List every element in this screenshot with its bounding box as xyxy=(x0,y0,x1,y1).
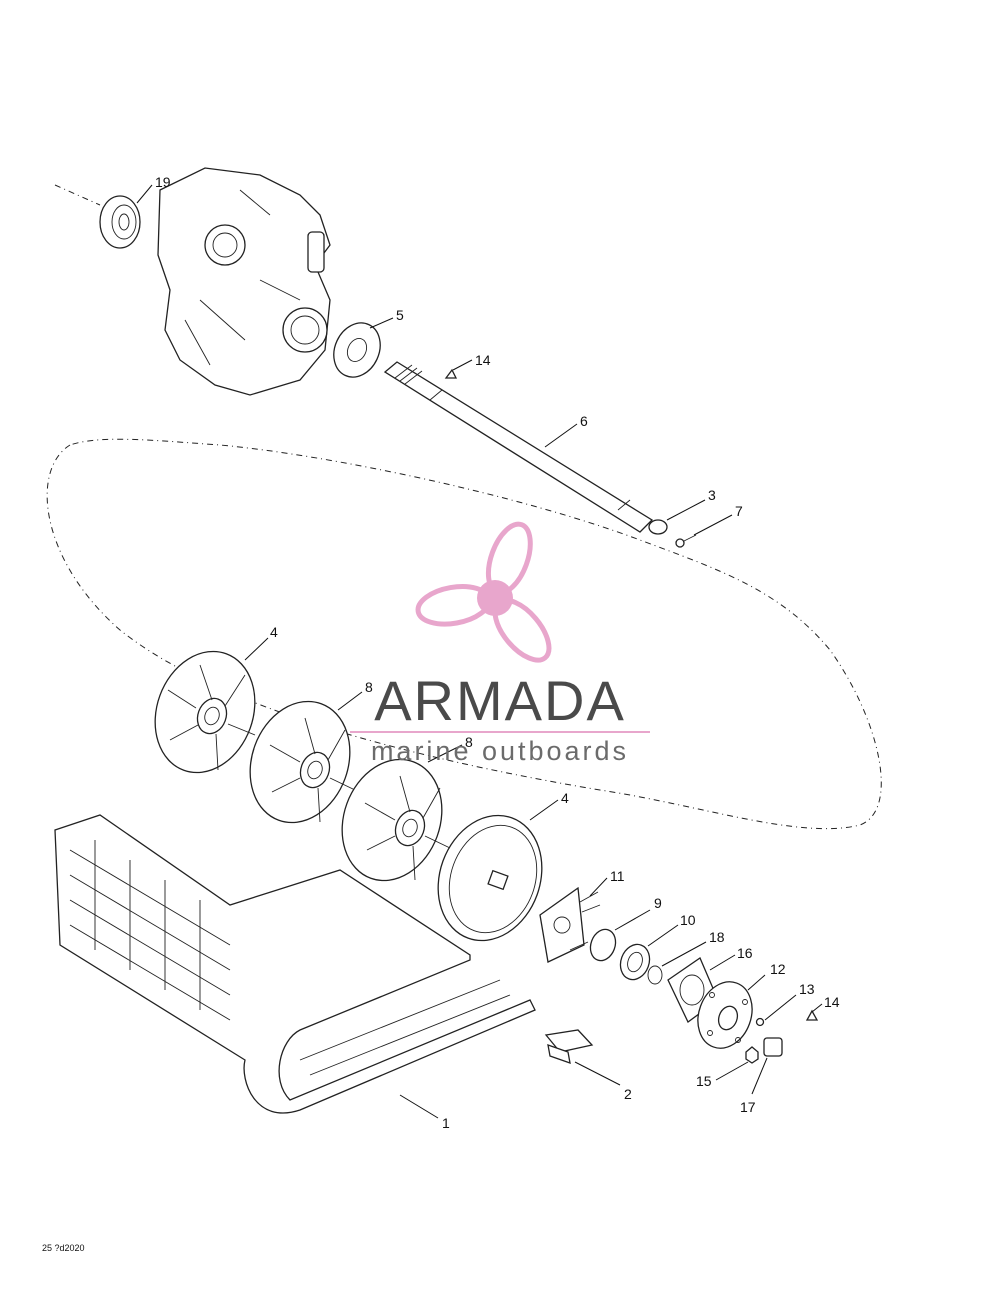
callout-11: 11 xyxy=(610,868,625,884)
callout-17: 17 xyxy=(740,1099,756,1115)
chaincase-housing xyxy=(157,167,331,396)
callout-9: 9 xyxy=(654,895,662,911)
callout-4-left: 4 xyxy=(270,624,278,640)
bolt-part-7 xyxy=(675,534,697,548)
housing-plate-part-11 xyxy=(539,886,601,963)
nut-part-15 xyxy=(745,1046,759,1064)
sprocket-part-8-middle xyxy=(249,700,356,824)
watermark-tagline: marine outboards xyxy=(371,736,629,766)
plug-part-14-upper xyxy=(444,368,458,379)
drive-chain-outline xyxy=(46,438,882,830)
callout-14-lower: 14 xyxy=(824,994,840,1010)
drive-shaft-part-6 xyxy=(383,361,654,533)
fitting-part-13 xyxy=(755,1017,765,1027)
bearing-part-19 xyxy=(99,195,141,249)
diagram-reference-code: 25 ?d2020 xyxy=(42,1243,85,1253)
callout-12: 12 xyxy=(770,961,786,977)
sprocket-part-8-right xyxy=(341,758,451,882)
bearing-part-10 xyxy=(619,943,651,981)
washer-part-9 xyxy=(589,928,617,962)
slider-clip-part-2 xyxy=(544,1029,594,1064)
sprocket-part-4-left xyxy=(154,650,256,774)
seal-part-5 xyxy=(333,322,381,378)
callout-4-right: 4 xyxy=(561,790,569,806)
nut-part-3 xyxy=(648,519,668,535)
plug-part-14-lower xyxy=(805,1009,819,1021)
callout-1: 1 xyxy=(442,1115,450,1131)
callout-8-middle: 8 xyxy=(365,679,373,695)
callout-19: 19 xyxy=(155,174,171,190)
wheel-part-4-right xyxy=(437,814,543,942)
callout-3: 3 xyxy=(708,487,716,503)
callout-7: 7 xyxy=(735,503,743,519)
callout-16: 16 xyxy=(737,945,753,961)
callout-5: 5 xyxy=(396,307,404,323)
circlip-part-18 xyxy=(647,965,663,985)
callout-8-right: 8 xyxy=(465,734,473,750)
callout-14-upper: 14 xyxy=(475,352,491,368)
callout-18: 18 xyxy=(709,929,725,945)
watermark-propeller-logo xyxy=(415,521,552,663)
callout-13: 13 xyxy=(799,981,815,997)
cap-part-17 xyxy=(763,1037,783,1057)
track-part-1 xyxy=(54,814,536,1114)
callout-2: 2 xyxy=(624,1086,632,1102)
callout-6: 6 xyxy=(580,413,588,429)
watermark-brand: ARMADA xyxy=(374,669,626,732)
bearing-cover-part-12 xyxy=(697,981,753,1049)
callout-10: 10 xyxy=(680,912,696,928)
callout-15: 15 xyxy=(696,1073,712,1089)
